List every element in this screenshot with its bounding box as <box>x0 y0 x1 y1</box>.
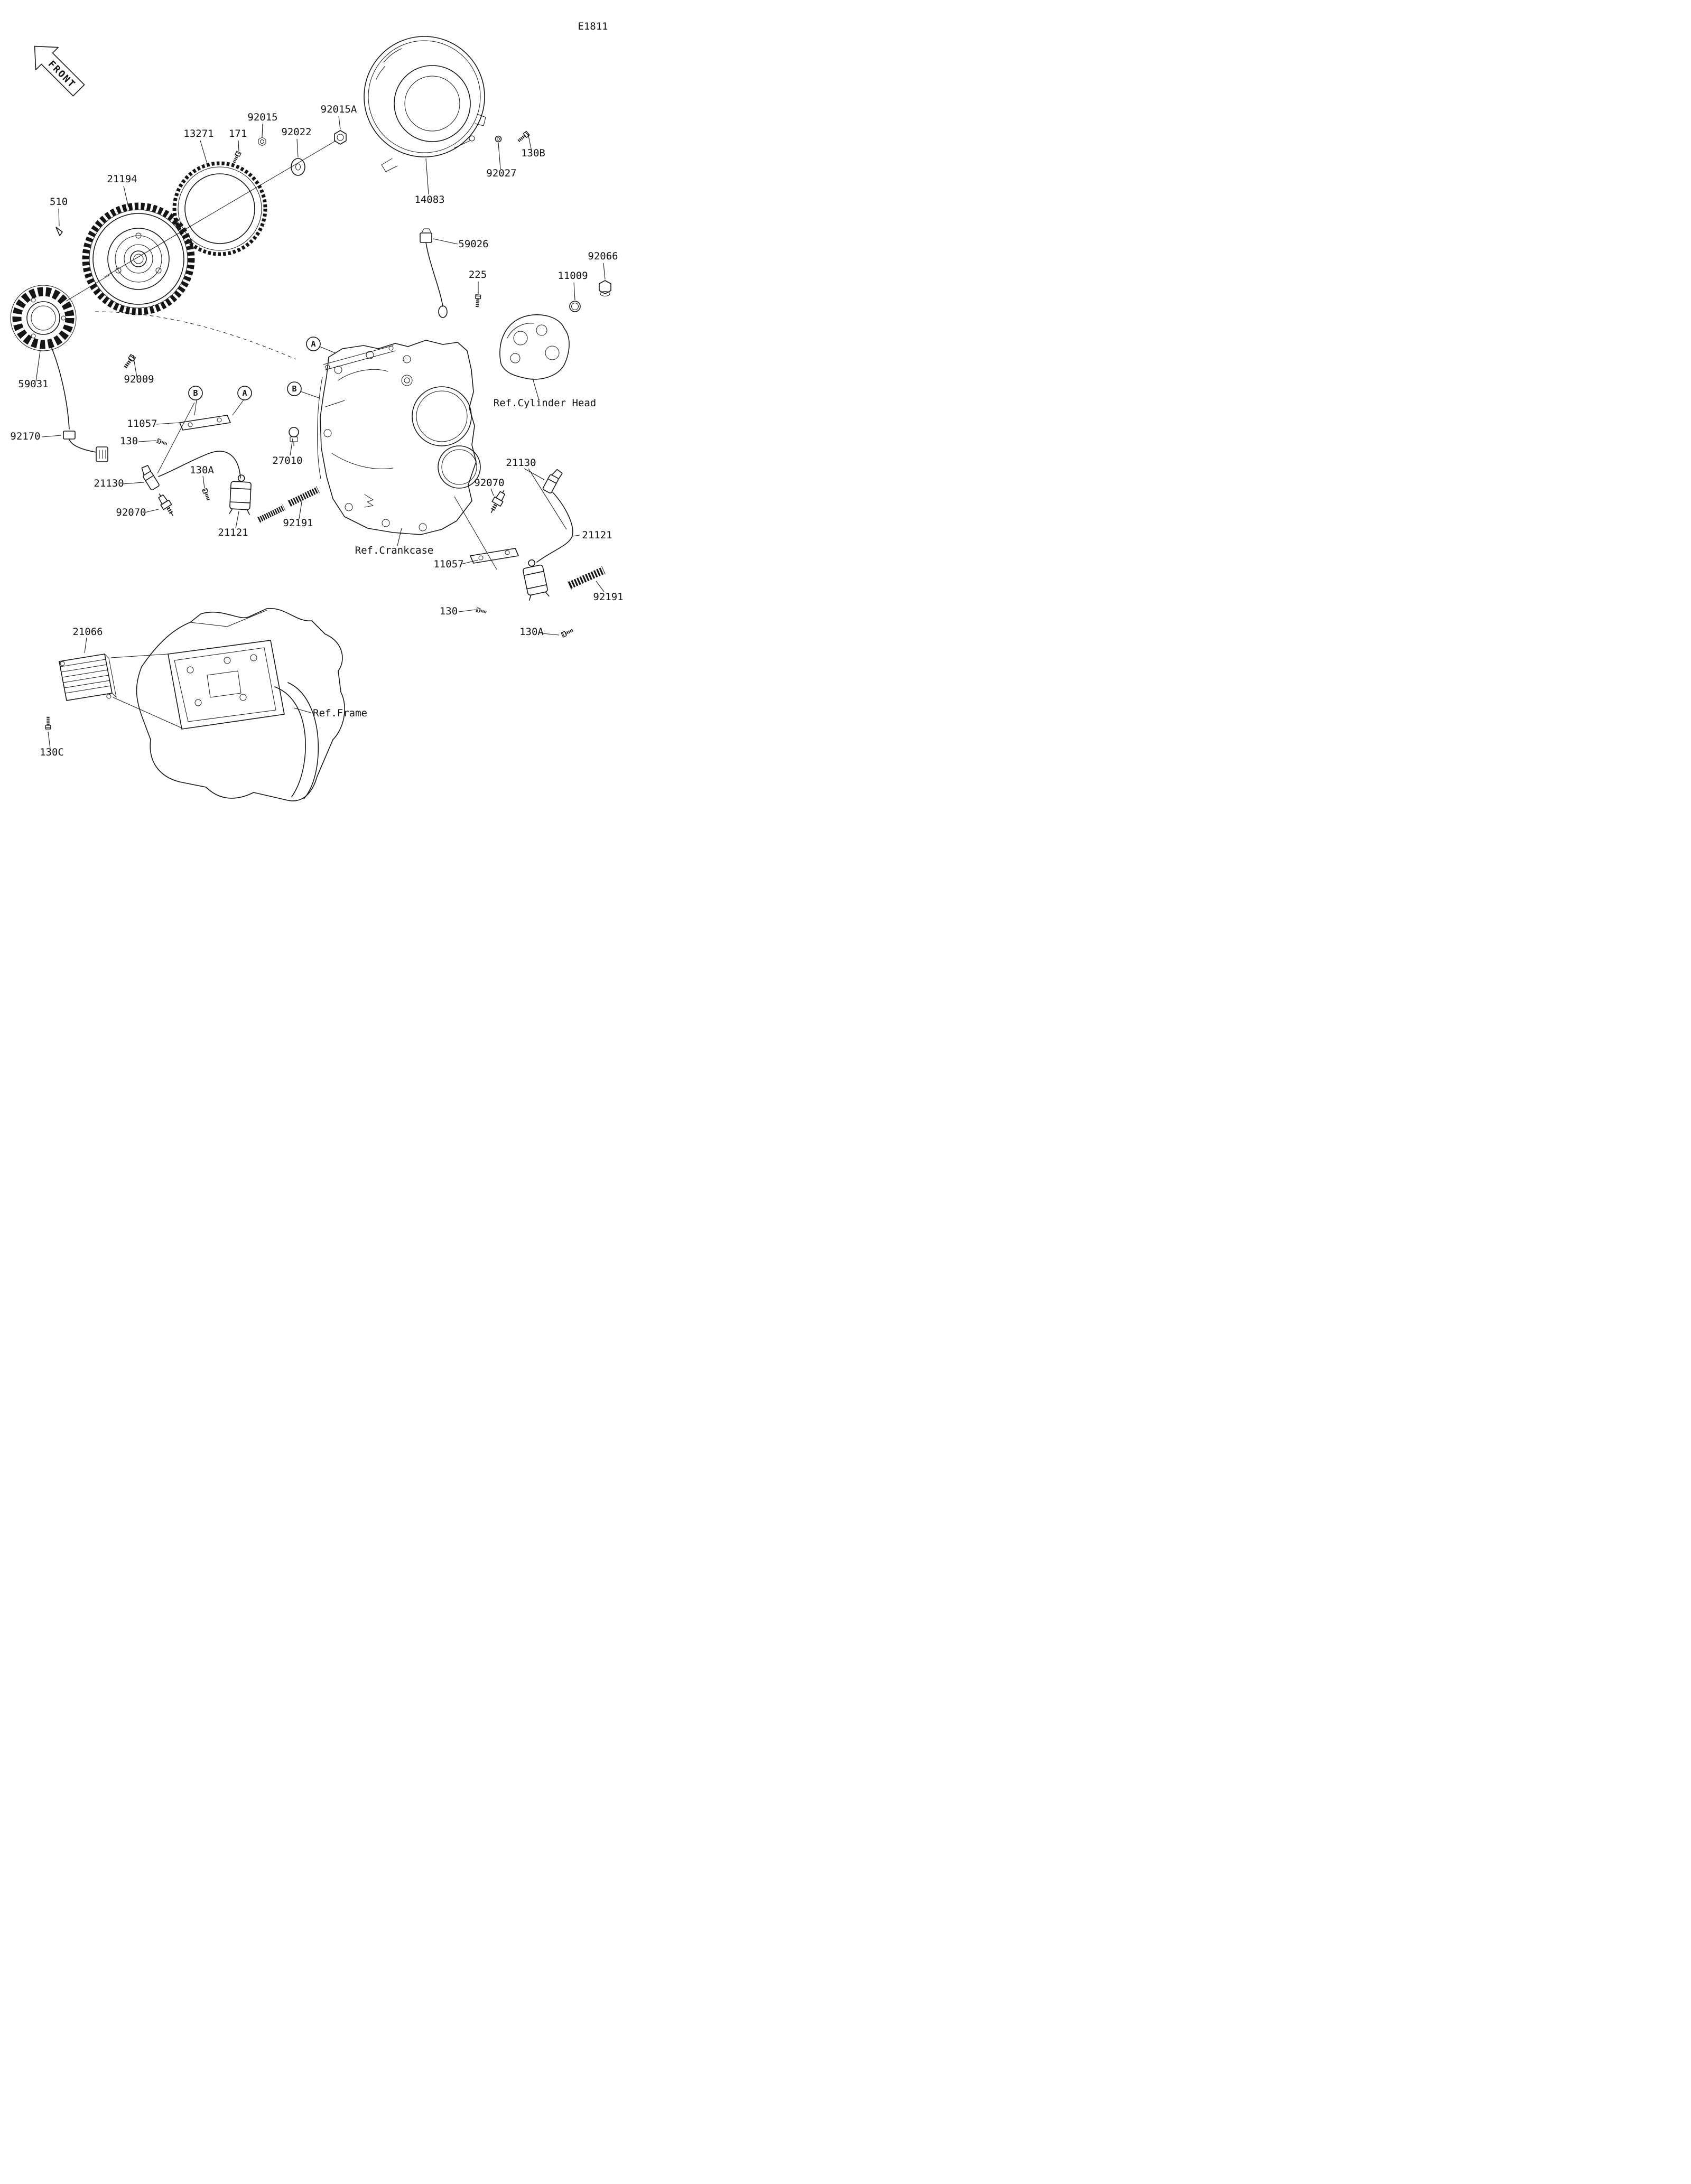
diagram-code: E1811 <box>578 21 608 32</box>
coil-bracket-right-drawing <box>470 548 519 564</box>
part-label-130c: 130C <box>40 746 64 758</box>
ref-label-frame: Ref.Frame <box>313 707 367 719</box>
callout-a-2: A <box>237 386 252 400</box>
part-label-11009: 11009 <box>558 270 588 282</box>
part-label-130-left: 130 <box>120 435 138 447</box>
callout-b-1: B <box>287 381 302 396</box>
part-label-92191-right: 92191 <box>593 591 623 603</box>
callout-b-2: B <box>188 386 203 400</box>
ring-gear-drawing <box>172 161 267 256</box>
collar-92027-drawing <box>495 135 502 143</box>
fan-housing-drawing <box>364 36 486 172</box>
bolt-130c <box>45 716 51 729</box>
sensor-59026-drawing <box>420 228 448 318</box>
plug-92066-drawing <box>599 280 611 296</box>
spring-left-1 <box>257 505 285 523</box>
plug-cap-right <box>542 467 563 494</box>
callout-a-1-label: A <box>311 339 315 349</box>
part-label-92015a: 92015A <box>321 104 357 115</box>
ignition-coil-right <box>521 557 550 601</box>
part-label-27010: 27010 <box>272 455 302 466</box>
part-label-92191-left: 92191 <box>283 517 313 529</box>
part-label-130a-left: 130A <box>190 464 214 476</box>
part-label-92022: 92022 <box>281 126 311 138</box>
part-label-59026: 59026 <box>458 238 488 250</box>
part-label-92015: 92015 <box>247 111 277 123</box>
part-label-21121-right: 21121 <box>582 529 612 541</box>
oring-11009-drawing <box>569 301 581 312</box>
nut-92015-drawing <box>258 137 266 146</box>
part-label-92027: 92027 <box>486 167 516 179</box>
crankcase-drawing <box>317 340 481 535</box>
spark-plug-left <box>155 491 177 518</box>
construction-lines <box>66 140 497 729</box>
bolt-171 <box>231 151 241 164</box>
part-labels: 92015 92015A 13271 171 92022 21194 510 1… <box>10 104 623 758</box>
switch-27010-drawing <box>289 427 299 446</box>
part-label-11057-left: 11057 <box>127 418 157 430</box>
part-label-171: 171 <box>229 128 247 139</box>
front-label: FRONT <box>46 59 78 90</box>
part-label-13271: 13271 <box>183 128 213 139</box>
callout-a-1: A <box>306 337 321 351</box>
parts-diagram-canvas: E1811 FRONT <box>10 21 624 801</box>
bolt-130-right <box>476 608 487 614</box>
part-label-92009: 92009 <box>124 374 154 385</box>
part-label-21194: 21194 <box>107 173 137 185</box>
ht-lead-left <box>158 451 241 479</box>
part-label-92066: 92066 <box>588 250 618 262</box>
nut-92015a-drawing <box>334 130 347 145</box>
part-label-14083: 14083 <box>414 194 444 206</box>
ht-lead-right <box>536 492 573 563</box>
leader-lines <box>35 116 606 749</box>
ref-label-cylinder-head: Ref.Cylinder Head <box>494 397 596 409</box>
flywheel-drawing <box>82 202 195 315</box>
part-label-510: 510 <box>50 196 68 208</box>
spring-left-2 <box>288 487 319 507</box>
part-label-130b: 130B <box>521 147 545 159</box>
callout-links <box>194 346 336 416</box>
frame-drawing <box>136 608 345 801</box>
washer-92022-drawing <box>291 158 305 176</box>
part-label-59031: 59031 <box>18 378 48 390</box>
part-label-21130-right: 21130 <box>506 457 536 469</box>
part-label-225: 225 <box>469 269 487 281</box>
part-label-130a-right: 130A <box>519 626 544 638</box>
parts-diagram-page: E1811 FRONT <box>0 0 649 839</box>
part-label-130-right: 130 <box>440 605 458 617</box>
coil-bracket-left-drawing <box>179 415 231 431</box>
ignition-coil-left <box>229 474 252 515</box>
cylinder-head-drawing <box>499 314 570 380</box>
callout-b-2-label: B <box>193 388 198 398</box>
spark-plug-right <box>487 488 508 515</box>
part-label-11057-right: 11057 <box>433 558 463 570</box>
callout-a-2-label: A <box>242 388 247 398</box>
bolt-130b <box>516 131 529 143</box>
part-label-21121-left: 21121 <box>218 527 248 538</box>
part-label-92070-left: 92070 <box>116 507 146 518</box>
part-label-21066: 21066 <box>72 626 103 638</box>
pin-510-drawing <box>55 227 63 236</box>
plug-cap-left <box>138 464 161 491</box>
ref-label-crankcase: Ref.Crankcase <box>355 545 434 556</box>
part-label-92170: 92170 <box>10 431 40 442</box>
callout-b-1-label: B <box>292 384 296 394</box>
part-label-92070-right: 92070 <box>474 477 504 489</box>
front-arrow: FRONT <box>34 45 85 97</box>
bolt-130a-left <box>202 488 211 501</box>
stator-drawing <box>10 285 108 462</box>
bolt-130a-right <box>561 628 574 637</box>
bolt-225 <box>475 295 481 309</box>
bolt-130-left <box>157 438 169 446</box>
regulator-drawing <box>59 654 117 701</box>
part-label-21130-left: 21130 <box>94 478 124 489</box>
